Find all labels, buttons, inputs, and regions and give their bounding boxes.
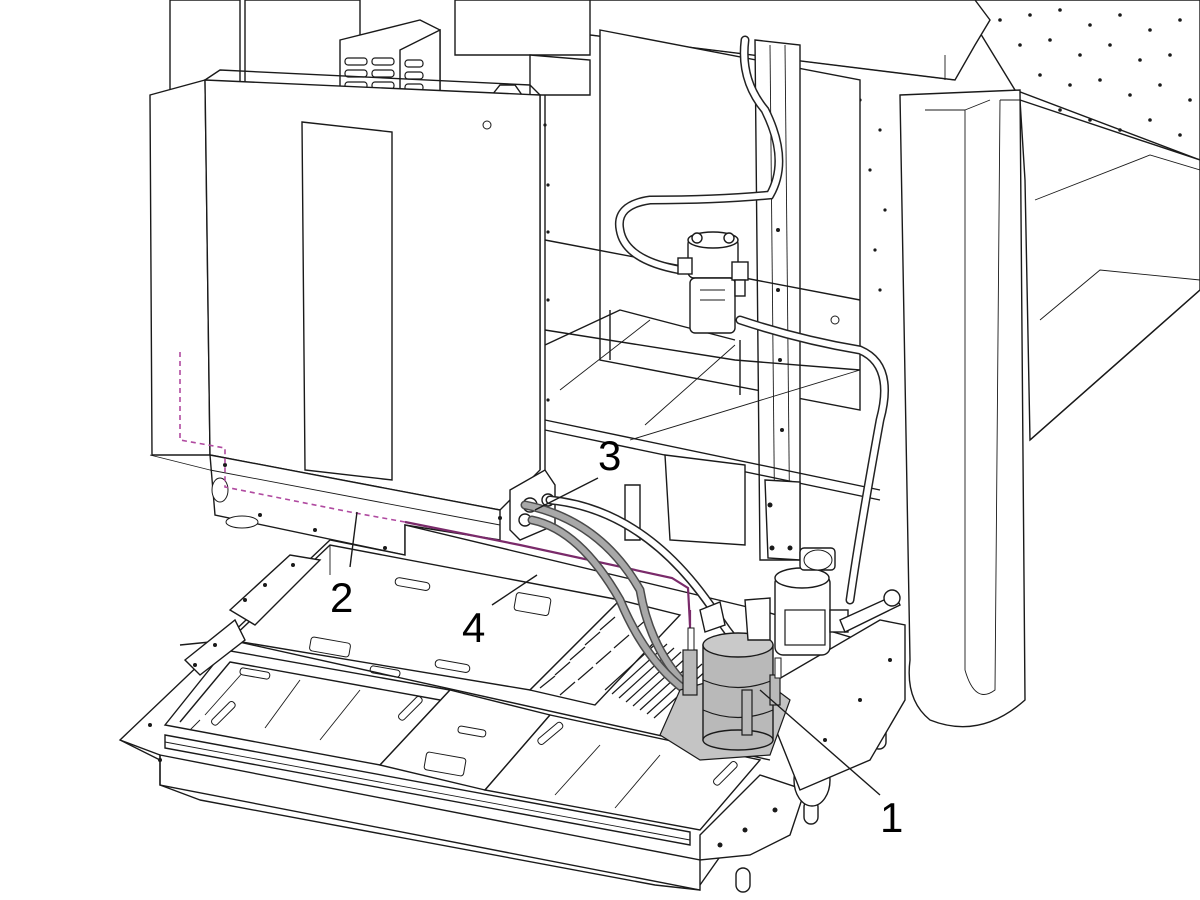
leader-lines xyxy=(349,477,881,796)
callout-2: 2 xyxy=(330,574,353,621)
upper-filter xyxy=(677,231,749,334)
vent-slots xyxy=(344,57,424,92)
callout-3: 3 xyxy=(598,432,621,479)
component-1-tank xyxy=(659,597,791,761)
callout-1: 1 xyxy=(880,794,903,841)
right-frame xyxy=(579,0,1200,728)
rear-frame xyxy=(539,29,881,561)
highlight-pipe xyxy=(404,520,692,626)
electrical-cabinet xyxy=(149,69,556,556)
dashed-route xyxy=(179,352,406,523)
callout-4: 4 xyxy=(462,604,485,651)
lower-filter xyxy=(774,547,901,656)
